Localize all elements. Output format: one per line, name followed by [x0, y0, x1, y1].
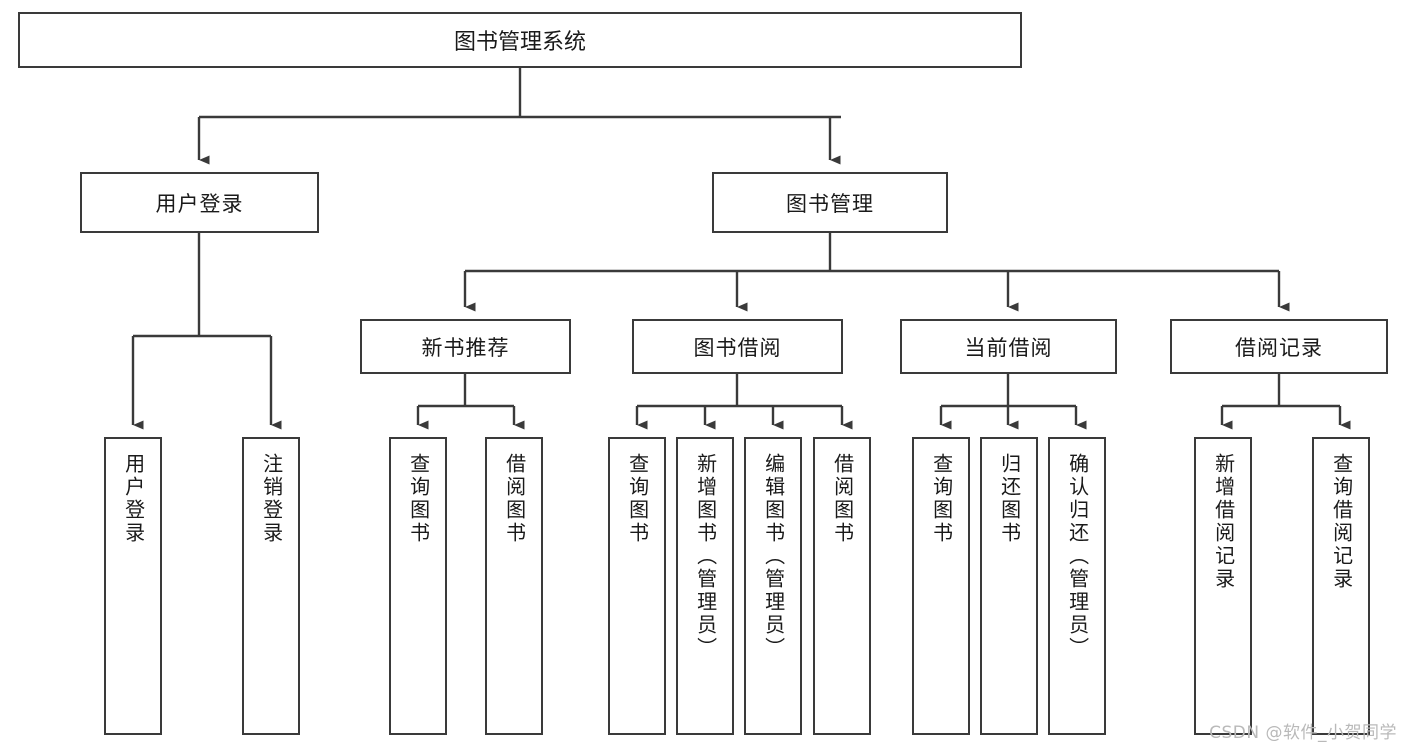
node-label: 查询图书	[625, 453, 650, 545]
leaf-query-book-recommend[interactable]: 查询图书	[389, 437, 447, 735]
node-label: 新增借阅记录	[1211, 453, 1236, 591]
node-current-borrow[interactable]: 当前借阅	[900, 319, 1117, 374]
node-label: 用户登录	[155, 191, 244, 216]
leaf-borrow-book-recommend[interactable]: 借阅图书	[485, 437, 543, 735]
leaf-query-borrow-record[interactable]: 查询借阅记录	[1312, 437, 1370, 735]
node-label: 图书管理	[786, 191, 874, 216]
node-book-management[interactable]: 图书管理	[712, 172, 948, 233]
leaf-logout-login[interactable]: 注销登录	[242, 437, 300, 735]
node-label: 查询借阅记录	[1329, 453, 1354, 591]
leaf-query-book-borrow[interactable]: 查询图书	[608, 437, 666, 735]
node-new-book-recommend[interactable]: 新书推荐	[360, 319, 571, 374]
node-label: 借阅记录	[1235, 335, 1323, 360]
node-label: 确认归还（管理员）	[1065, 453, 1090, 660]
node-borrow-record[interactable]: 借阅记录	[1170, 319, 1388, 374]
node-label: 编辑图书（管理员）	[761, 453, 786, 660]
leaf-confirm-return-admin[interactable]: 确认归还（管理员）	[1048, 437, 1106, 735]
csdn-watermark: CSDN @软件_小贺同学	[1209, 723, 1397, 743]
leaf-query-book-current[interactable]: 查询图书	[912, 437, 970, 735]
node-label: 归还图书	[997, 453, 1022, 545]
node-label: 当前借阅	[964, 335, 1053, 360]
node-book-borrow[interactable]: 图书借阅	[632, 319, 843, 374]
leaf-add-book-admin[interactable]: 新增图书（管理员）	[676, 437, 734, 735]
node-label: 查询图书	[929, 453, 954, 545]
leaf-edit-book-admin[interactable]: 编辑图书（管理员）	[744, 437, 802, 735]
node-label: 图书管理系统	[453, 30, 586, 55]
node-label: 新增图书（管理员）	[693, 453, 718, 660]
node-user-login[interactable]: 用户登录	[80, 172, 319, 233]
node-label: 新书推荐	[421, 335, 510, 360]
node-label: 借阅图书	[830, 453, 855, 545]
node-root-book-management-system[interactable]: 图书管理系统	[18, 12, 1022, 68]
leaf-borrow-book[interactable]: 借阅图书	[813, 437, 871, 735]
leaf-add-borrow-record[interactable]: 新增借阅记录	[1194, 437, 1252, 735]
leaf-return-book[interactable]: 归还图书	[980, 437, 1038, 735]
node-label: 借阅图书	[502, 453, 527, 545]
leaf-user-login[interactable]: 用户登录	[104, 437, 162, 735]
node-label: 注销登录	[259, 453, 284, 545]
node-label: 图书借阅	[693, 335, 782, 360]
node-label: 查询图书	[406, 453, 431, 545]
node-label: 用户登录	[121, 453, 146, 545]
